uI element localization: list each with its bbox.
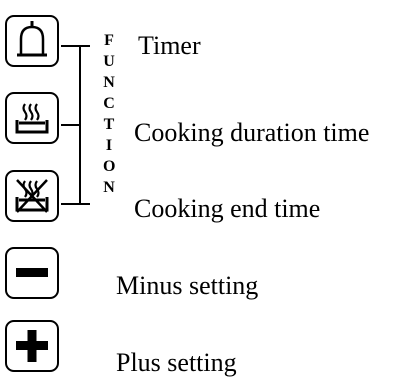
function-letter: C bbox=[103, 95, 115, 112]
function-letter: N bbox=[103, 74, 115, 91]
cooking-end-button[interactable] bbox=[5, 170, 59, 222]
plus-icon bbox=[16, 330, 48, 362]
plus-label: Plus setting bbox=[116, 348, 237, 377]
function-letter: T bbox=[103, 116, 115, 133]
cooking-duration-icon bbox=[15, 103, 49, 134]
minus-label: Minus setting bbox=[116, 271, 259, 300]
function-vertical-label: F U N C T I O N bbox=[103, 30, 115, 198]
function-letter: O bbox=[103, 158, 116, 175]
plus-button[interactable] bbox=[5, 320, 59, 372]
cooking-duration-button[interactable] bbox=[5, 92, 59, 144]
cooking-duration-label: Cooking duration time bbox=[134, 118, 370, 147]
function-letter: N bbox=[103, 179, 115, 196]
function-letter: F bbox=[104, 32, 114, 49]
minus-button[interactable] bbox=[5, 247, 59, 299]
bell-icon bbox=[17, 21, 47, 57]
cooking-end-label: Cooking end time bbox=[134, 194, 321, 223]
function-letter: I bbox=[105, 137, 113, 154]
function-letter: U bbox=[103, 53, 115, 70]
cooking-end-icon bbox=[15, 179, 49, 213]
timer-button[interactable] bbox=[5, 15, 59, 67]
minus-icon bbox=[16, 268, 48, 277]
timer-label: Timer bbox=[138, 31, 201, 60]
